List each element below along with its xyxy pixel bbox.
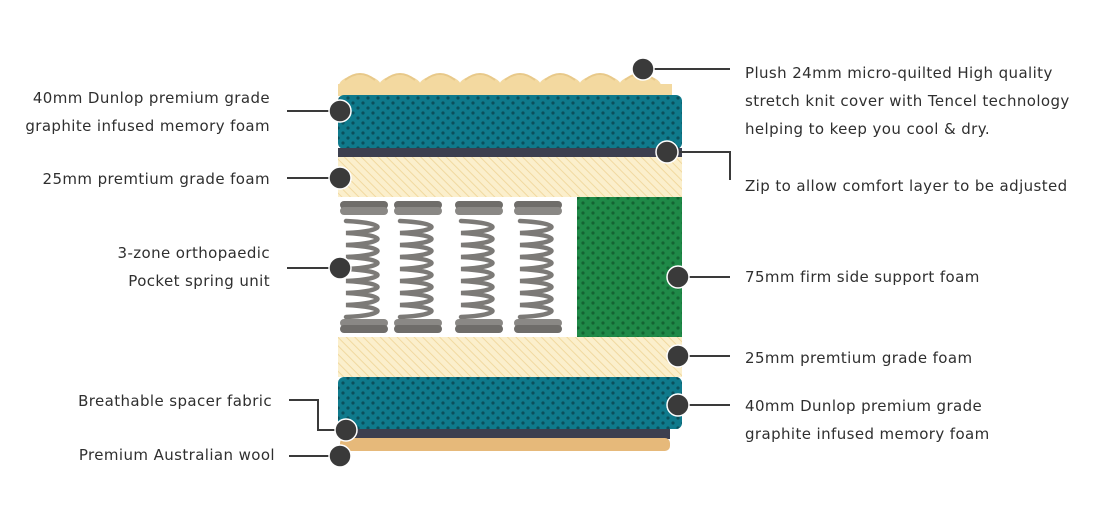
label-spring-unit: 3-zone orthopaedic Pocket spring unit	[0, 239, 270, 295]
label-dunlop-top-line2: graphite infused memory foam	[25, 117, 270, 135]
bottom-comfort-foam-layer	[338, 337, 682, 377]
label-zip: Zip to allow comfort layer to be adjuste…	[745, 172, 1068, 200]
label-side-support: 75mm firm side support foam	[745, 263, 980, 291]
marker-side-support	[666, 265, 690, 289]
marker-foam-top	[328, 166, 352, 190]
label-cover: Plush 24mm micro-quilted High quality st…	[745, 59, 1070, 143]
zip-band	[338, 148, 682, 157]
label-cover-line3: helping to keep you cool & dry.	[745, 120, 991, 138]
spacer-fabric-band	[344, 429, 670, 439]
label-zip-line1: Zip to allow comfort layer to be adjuste…	[745, 177, 1068, 195]
label-foam-bottom: 25mm premtium grade foam	[745, 344, 972, 372]
marker-dunlop-top	[328, 99, 352, 123]
marker-spacer-fabric	[334, 418, 358, 442]
label-spacer-fabric: Breathable spacer fabric	[0, 387, 272, 415]
label-wool-line1: Premium Australian wool	[78, 446, 275, 464]
marker-cover	[631, 57, 655, 81]
label-dunlop-bottom-line1: 40mm Dunlop premium grade	[745, 397, 983, 415]
marker-dots	[328, 57, 690, 468]
pocket-spring-unit	[338, 197, 578, 337]
top-memory-foam-layer	[338, 95, 682, 149]
marker-spring-unit	[328, 256, 352, 280]
bottom-memory-foam-layer	[338, 377, 682, 429]
label-side-support-line1: 75mm firm side support foam	[745, 268, 980, 286]
side-support-foam	[577, 197, 682, 337]
label-dunlop-bottom-line2: graphite infused memory foam	[745, 425, 990, 443]
label-wool: Premium Australian wool	[0, 441, 275, 469]
marker-wool	[328, 444, 352, 468]
marker-dunlop-bottom	[666, 393, 690, 417]
label-dunlop-top-line1: 40mm Dunlop premium grade	[32, 89, 270, 107]
label-spring-unit-line2: Pocket spring unit	[128, 272, 270, 290]
marker-zip	[655, 140, 679, 164]
label-spring-unit-line1: 3-zone orthopaedic	[117, 244, 270, 262]
label-dunlop-bottom: 40mm Dunlop premium grade graphite infus…	[745, 392, 990, 448]
top-comfort-foam-layer	[338, 157, 682, 197]
label-foam-bottom-line1: 25mm premtium grade foam	[745, 349, 973, 367]
quilted-cover	[338, 73, 672, 97]
label-foam-top-line1: 25mm premtium grade foam	[42, 170, 270, 188]
label-spacer-fabric-line1: Breathable spacer fabric	[78, 392, 272, 410]
leader-lines	[287, 68, 731, 457]
label-dunlop-top: 40mm Dunlop premium grade graphite infus…	[0, 84, 270, 140]
label-cover-line1: Plush 24mm micro-quilted High quality	[745, 64, 1053, 82]
wool-base-layer	[340, 438, 670, 451]
label-foam-top: 25mm premtium grade foam	[0, 165, 270, 193]
marker-foam-bottom	[666, 344, 690, 368]
label-cover-line2: stretch knit cover with Tencel technolog…	[745, 92, 1070, 110]
